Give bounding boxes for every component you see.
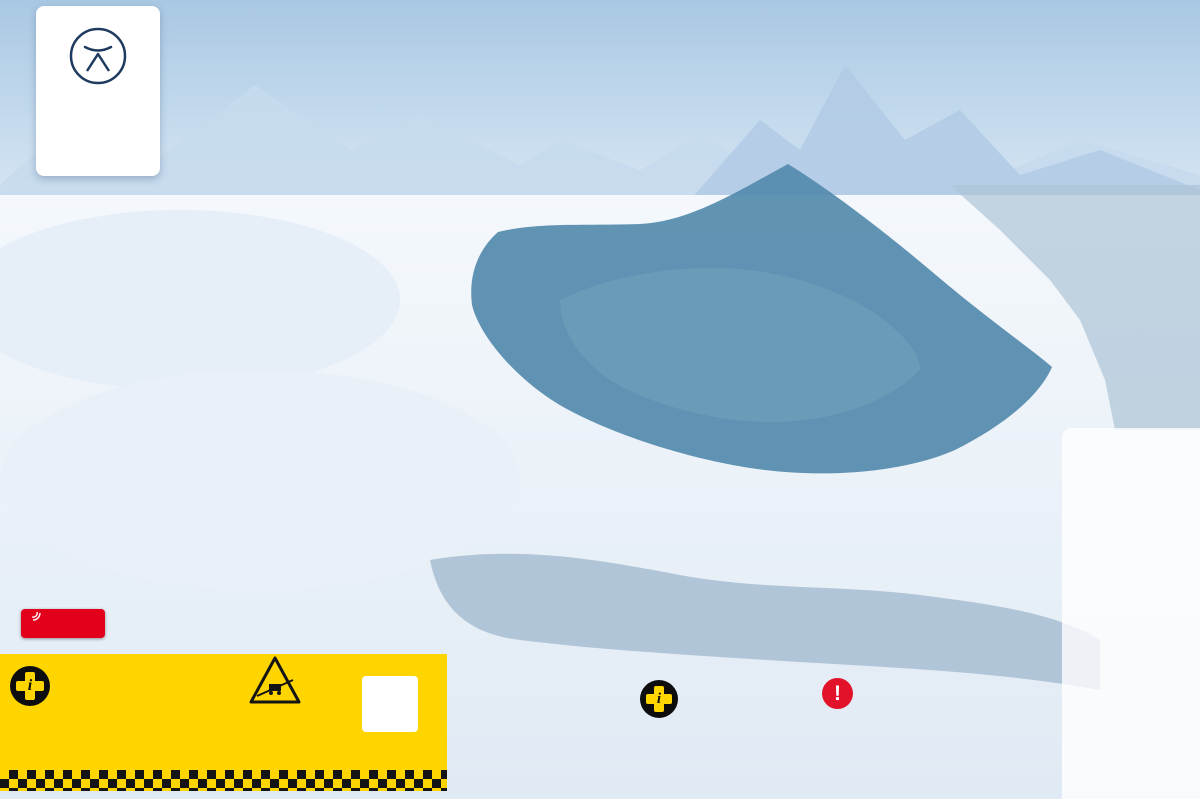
legend-panel	[1062, 428, 1200, 799]
retour-station-panel	[858, 681, 918, 685]
forest-band-right	[950, 185, 1200, 430]
groomer-warning-text	[240, 703, 309, 712]
resort-logo-card	[36, 6, 160, 176]
groomer-warning	[240, 656, 310, 707]
hill-shade	[0, 210, 400, 390]
security-cross-icon: i	[10, 666, 50, 706]
security-info-panel: i	[0, 654, 447, 771]
qr-code	[362, 676, 418, 732]
winch-groomer-warning-icon	[249, 656, 301, 704]
recco-waves-icon	[32, 611, 42, 621]
forest-band-bottom	[430, 553, 1100, 690]
first-aid-cross-icon: i	[640, 680, 678, 718]
recco-logo	[21, 609, 105, 638]
alert-icon: !	[822, 678, 853, 709]
ski-bowl-light	[560, 267, 920, 423]
manigod-logo-icon	[69, 27, 127, 85]
checker-border	[0, 770, 447, 791]
hill-shade	[0, 370, 520, 590]
